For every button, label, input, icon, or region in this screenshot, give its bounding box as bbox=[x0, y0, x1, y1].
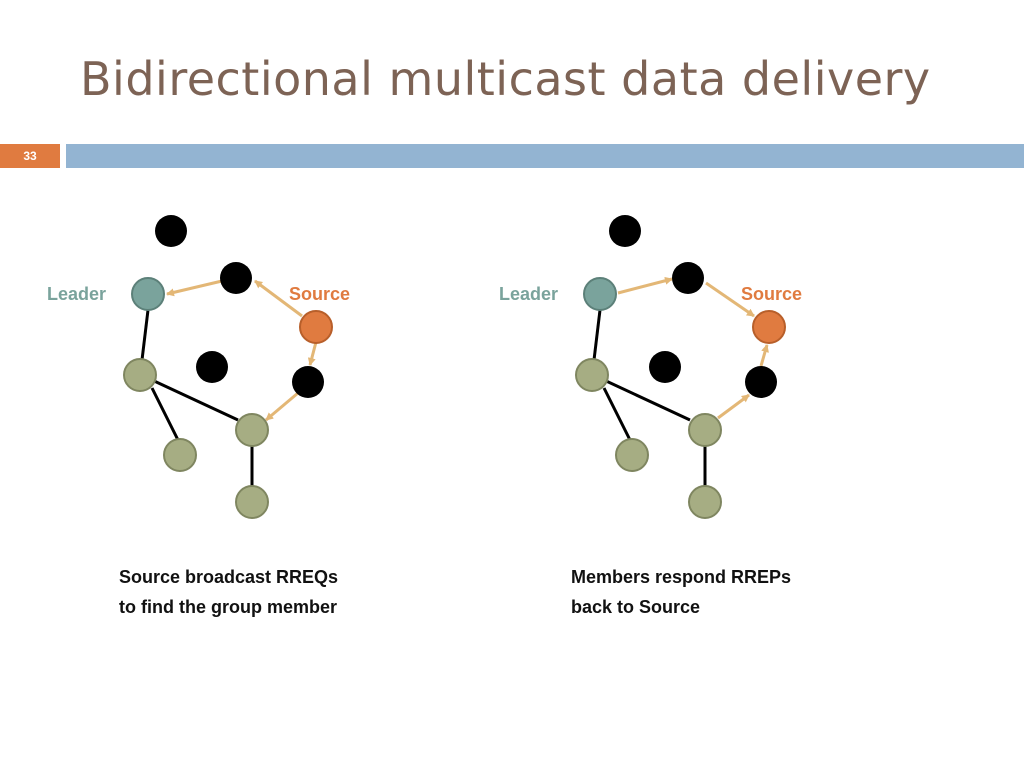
rreq-arrow bbox=[254, 279, 303, 318]
other-node bbox=[292, 366, 324, 398]
rreq-caption: Source broadcast RREQs to find the group… bbox=[119, 562, 338, 622]
rrep-arrow bbox=[617, 276, 673, 295]
rrep-caption: Members respond RREPs back to Source bbox=[571, 562, 791, 622]
other-node bbox=[672, 262, 704, 294]
source-label: Source bbox=[741, 284, 802, 304]
page-number: 33 bbox=[23, 149, 37, 163]
rreq-arrow bbox=[265, 391, 299, 422]
member-node bbox=[688, 413, 722, 447]
source-label: Source bbox=[289, 284, 350, 304]
tree-edge bbox=[140, 309, 150, 361]
member-node bbox=[575, 358, 609, 392]
rrep-arrow bbox=[717, 393, 750, 420]
other-node bbox=[649, 351, 681, 383]
tree-edge bbox=[151, 378, 239, 422]
rrep-diagram: Leader Source bbox=[499, 215, 802, 519]
title-underline-bar bbox=[66, 144, 1024, 168]
other-node bbox=[220, 262, 252, 294]
member-node bbox=[688, 485, 722, 519]
member-node bbox=[235, 485, 269, 519]
rreq-arrow bbox=[166, 279, 223, 297]
member-node bbox=[123, 358, 157, 392]
other-node bbox=[155, 215, 187, 247]
member-node bbox=[615, 438, 649, 472]
source-node bbox=[752, 310, 786, 344]
rrep-arrow bbox=[705, 281, 755, 318]
rrep-arrow bbox=[759, 344, 769, 367]
tree-edge bbox=[592, 309, 602, 361]
other-node bbox=[609, 215, 641, 247]
leader-label: Leader bbox=[499, 284, 558, 304]
caption-line: to find the group member bbox=[119, 597, 337, 617]
leader-node bbox=[131, 277, 165, 311]
tree-edge bbox=[602, 387, 632, 441]
slide-title: Bidirectional multicast data delivery bbox=[80, 52, 931, 106]
member-node bbox=[163, 438, 197, 472]
caption-line: Members respond RREPs bbox=[571, 567, 792, 587]
other-node bbox=[745, 366, 777, 398]
page-number-badge: 33 bbox=[0, 144, 60, 168]
tree-edge bbox=[150, 387, 180, 441]
member-node bbox=[235, 413, 269, 447]
leader-label: Leader bbox=[47, 284, 106, 304]
tree-edge bbox=[603, 378, 691, 422]
other-node bbox=[196, 351, 228, 383]
caption-line: Source broadcast RREQs bbox=[119, 567, 339, 587]
source-node bbox=[299, 310, 333, 344]
leader-node bbox=[583, 277, 617, 311]
rreq-diagram: Leader Source bbox=[47, 215, 350, 519]
caption-line: back to Source bbox=[571, 597, 701, 617]
rreq-arrow bbox=[307, 341, 318, 366]
